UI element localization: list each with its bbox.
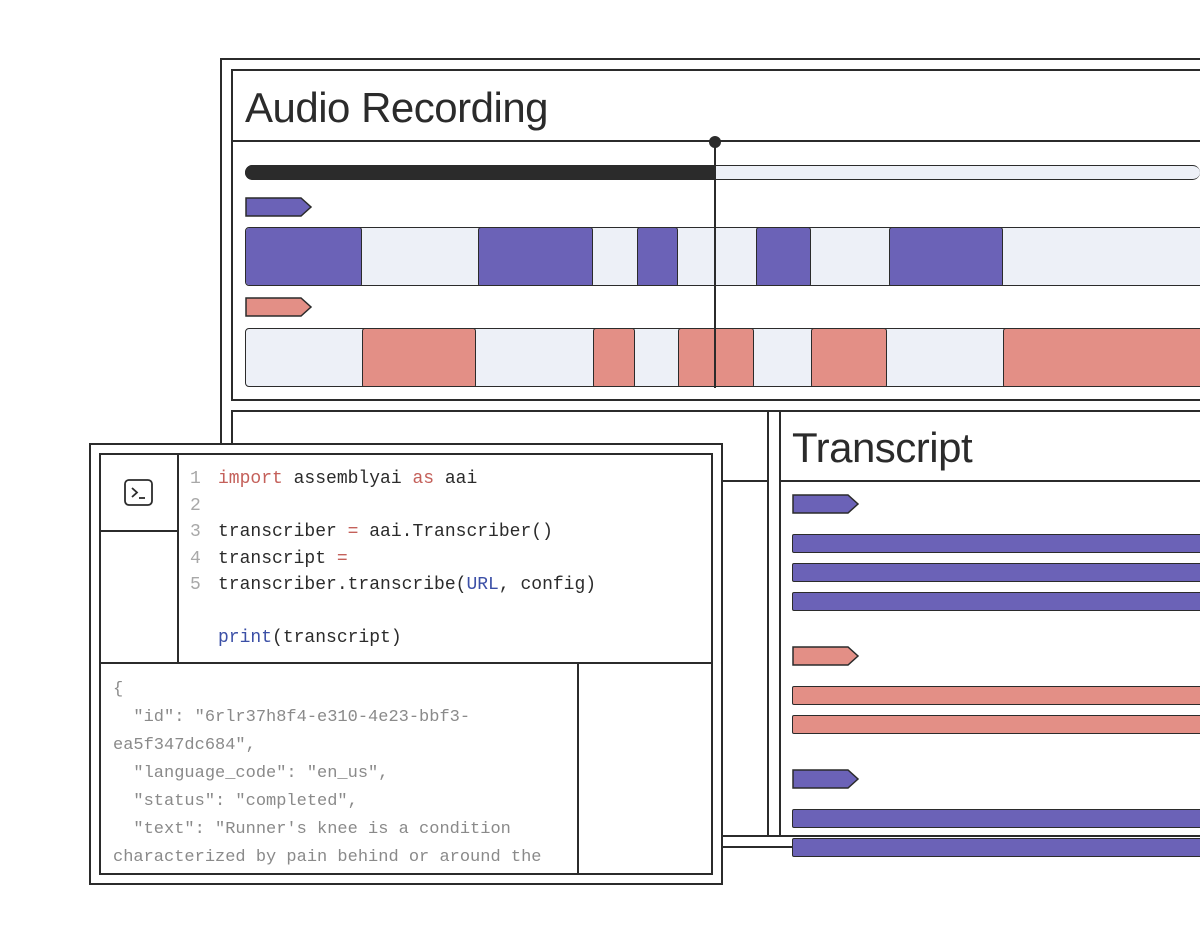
line-number: 3 <box>190 522 201 542</box>
code-inner-frame <box>99 453 713 875</box>
speaker-a-segment[interactable] <box>889 228 1003 285</box>
speaker-a-segment[interactable] <box>756 228 811 285</box>
output-side-divider <box>577 662 579 875</box>
speaker-b-tag <box>245 297 313 317</box>
output-line: "status": "completed", <box>113 792 358 811</box>
transcript-text-line <box>792 686 1200 705</box>
code-token: = <box>336 548 348 569</box>
code-line: 1 import assemblyai as aai <box>190 466 477 492</box>
code-token: print <box>218 628 273 648</box>
code-line: 4 transcript = <box>190 546 348 572</box>
code-line <box>190 599 218 625</box>
terminal-cell-divider <box>99 530 178 532</box>
code-token: = <box>347 522 359 542</box>
transcript-header-divider <box>781 480 1200 482</box>
code-token: transcript <box>218 548 337 569</box>
playhead-line[interactable] <box>714 142 717 388</box>
speaker-b-segment[interactable] <box>362 329 476 386</box>
speaker-a-segment[interactable] <box>246 228 363 285</box>
transcript-text-line <box>792 838 1200 857</box>
speaker-b-track <box>245 328 1200 387</box>
line-number: 2 <box>190 495 201 516</box>
code-gutter-divider <box>177 453 179 664</box>
code-token: import <box>218 469 283 489</box>
code-token: , config) <box>498 575 597 595</box>
code-token: URL <box>466 575 499 595</box>
output-line: "id": "6rlr37h8f4-e310-4e23-bbf3- <box>113 708 471 727</box>
speaker-b-segment[interactable] <box>810 329 888 386</box>
code-token: assemblyai <box>282 469 413 489</box>
speaker-a-tag <box>245 197 313 217</box>
code-line: 2 <box>190 493 218 519</box>
output-line: "language_code": "en_us", <box>113 764 389 783</box>
transcript-text-line <box>792 534 1200 553</box>
speaker-a-track <box>245 227 1200 286</box>
speaker-a-segment[interactable] <box>477 228 594 285</box>
transcript-text-line <box>792 715 1200 734</box>
transcript-speaker-b-tag <box>792 646 860 666</box>
transcript-speaker-a-tag <box>792 769 860 789</box>
code-token: aai <box>434 469 478 489</box>
code-token: (transcript) <box>272 628 402 648</box>
playhead-handle[interactable] <box>709 136 722 148</box>
output-panel: { "id": "6rlr37h8f4-e310-4e23-bbf3- ea5f3… <box>113 676 573 872</box>
code-line: 3 transcriber = aai.Transcriber() <box>190 519 553 545</box>
output-line: { <box>113 680 124 699</box>
output-line: "text": "Runner's knee is a condition <box>113 820 511 839</box>
code-token: transcriber <box>218 522 348 542</box>
code-line: 5 transcriber.transcribe(URL, config) <box>190 572 596 598</box>
terminal-icon[interactable] <box>124 479 154 512</box>
code-token: aai.Transcriber() <box>358 522 553 542</box>
code-token: as <box>412 469 435 489</box>
line-number: 1 <box>190 469 201 489</box>
panel-splitter-left[interactable] <box>767 410 769 836</box>
panel-splitter-right[interactable] <box>779 410 781 836</box>
code-token: transcriber.transcribe( <box>218 575 467 595</box>
line-number: 4 <box>190 548 201 569</box>
transcript-title: Transcript <box>792 424 973 471</box>
code-output-divider <box>99 662 713 664</box>
audio-title: Audio Recording <box>245 84 549 131</box>
code-line: print(transcript) <box>190 625 402 651</box>
speaker-b-segment[interactable] <box>1003 329 1200 386</box>
output-line: ea5f347dc684", <box>113 736 256 755</box>
transcript-text-line <box>792 809 1200 828</box>
transcript-text-line <box>792 592 1200 611</box>
lower-section-top-border <box>231 410 1200 412</box>
speaker-b-segment[interactable] <box>593 329 635 386</box>
speaker-a-segment[interactable] <box>636 228 678 285</box>
output-line: characterized by pain behind or around t… <box>113 848 542 867</box>
code-editor[interactable]: 1 import assemblyai as aai 2 3 transcriber =… <box>190 466 705 656</box>
playback-progress-fill <box>245 165 716 180</box>
line-number: 5 <box>190 575 201 595</box>
transcript-speaker-a-tag <box>792 494 860 514</box>
transcript-text-line <box>792 563 1200 582</box>
